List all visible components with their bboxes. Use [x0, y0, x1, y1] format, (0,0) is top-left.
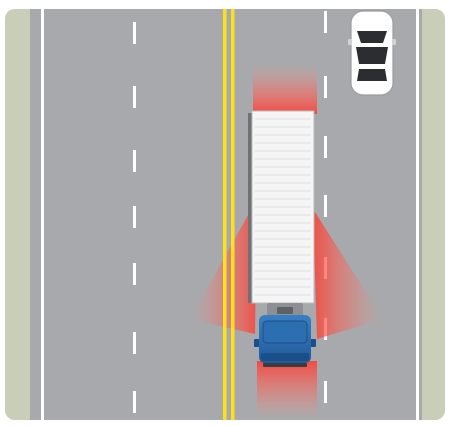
center-line-right [231, 9, 235, 420]
right-edge-line [416, 9, 419, 420]
car-top-view [348, 11, 396, 95]
front-blind-spot [257, 361, 317, 420]
truck-coupling [267, 303, 303, 317]
road-diagram [5, 9, 445, 420]
left-shoulder [5, 9, 30, 420]
truck-cab [254, 315, 316, 367]
left-edge-line [41, 9, 44, 420]
road-frame [5, 9, 445, 420]
truck-trailer [248, 111, 314, 303]
right-shoulder [422, 9, 445, 420]
center-line-left [223, 9, 227, 420]
rear-blind-spot [253, 64, 317, 114]
